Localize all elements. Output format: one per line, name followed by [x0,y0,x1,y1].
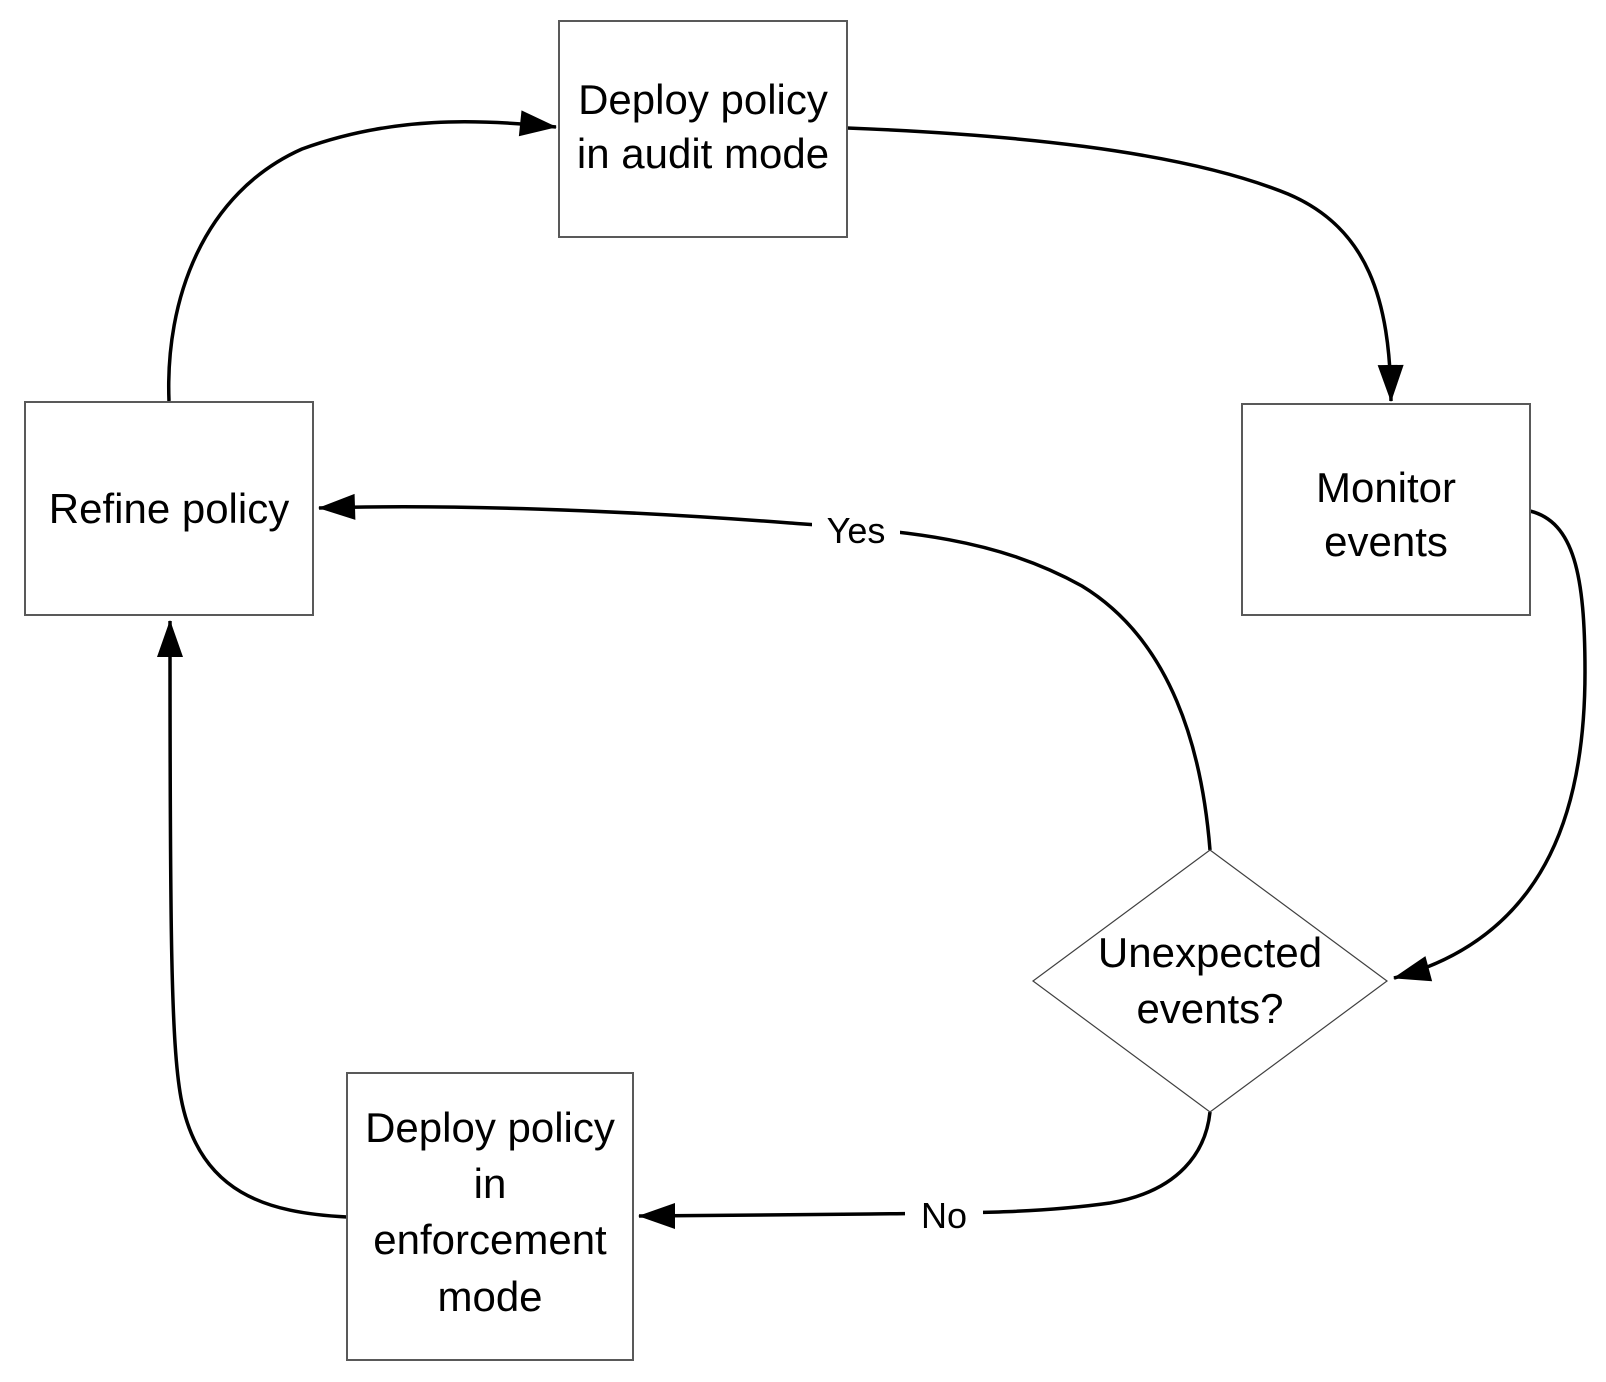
node-monitor-events: Monitor events [1241,403,1531,616]
node-unexpected-events-label-line1: Unexpected [1098,929,1322,976]
node-unexpected-events-label-line2: events? [1136,985,1283,1032]
edge-enforce-to-refine [157,620,348,1219]
node-deploy-enforcement-box [346,1072,634,1361]
node-deploy-enforcement: Deploy policy in enforcement mode [346,1072,634,1361]
node-monitor-events-box [1241,403,1531,616]
node-deploy-audit-label-line1: Deploy policy [578,76,828,123]
node-deploy-enforcement-label-line2: in [474,1160,507,1207]
node-deploy-enforcement-label-line4: mode [437,1273,542,1320]
node-deploy-audit-box [558,20,848,238]
node-deploy-audit-label-line2: in audit mode [577,130,829,177]
no-label-mask [905,1186,983,1238]
yes-label-mask [812,502,900,552]
yes-label: Yes [827,510,886,551]
edge-refine-to-audit [166,110,557,402]
node-deploy-enforcement-label-line1: Deploy policy [365,1104,615,1151]
node-deploy-audit: Deploy policy in audit mode [558,20,848,238]
node-refine-policy: Refine policy [24,401,314,616]
node-refine-policy-label-line1: Refine policy [49,485,289,532]
edge-audit-to-monitor [846,126,1404,402]
node-monitor-events-label-line1: Monitor [1316,464,1456,511]
node-refine-policy-box [24,401,314,616]
node-unexpected-events-diamond [1031,849,1389,1113]
no-label: No [921,1195,967,1236]
node-unexpected-events-decision: Unexpected events? [1031,849,1389,1113]
node-deploy-enforcement-label-line3: enforcement [373,1216,607,1263]
node-monitor-events-label-line2: events [1324,518,1448,565]
edge-decision-to-refine-yes [318,493,1212,851]
edge-monitor-to-decision [1393,509,1587,982]
